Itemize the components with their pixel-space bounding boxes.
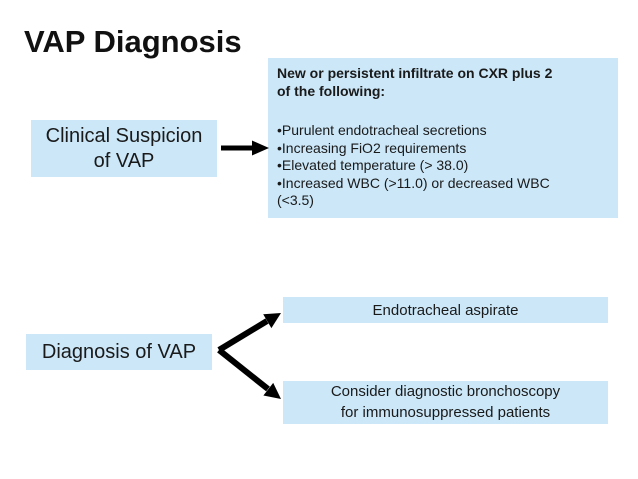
criteria-bullet-item: •Elevated temperature (> 38.0) (277, 157, 609, 175)
bronchoscopy-box: Consider diagnostic bronchoscopy for imm… (283, 381, 608, 424)
criteria-bullet-text: Purulent endotracheal secretions (281, 122, 487, 138)
bullet-icon: • (277, 122, 282, 138)
criteria-bullet-item: •Purulent endotracheal secretions (277, 122, 609, 140)
branch-arrow-up-icon (217, 313, 281, 353)
criteria-bullet-item: •Increased WBC (>11.0) or decreased WBC … (277, 175, 609, 210)
endotracheal-aspirate-box: Endotracheal aspirate (283, 297, 608, 323)
criteria-box: New or persistent infiltrate on CXR plus… (268, 58, 618, 218)
criteria-bullet-text: Increasing FiO2 requirements (281, 139, 467, 156)
bullet-icon: • (277, 139, 282, 156)
right-arrow-icon (221, 140, 269, 156)
criteria-bullet-text: Elevated temperature (> 38.0) (281, 157, 469, 173)
branch-arrow-down-icon (217, 347, 281, 399)
page-title: VAP Diagnosis (24, 24, 242, 59)
criteria-gap (277, 100, 609, 122)
bullet-icon: • (277, 157, 282, 173)
clinical-suspicion-box: Clinical Suspicion of VAP (31, 120, 217, 177)
bullet-icon: • (277, 174, 282, 191)
criteria-bullet-item: •Increasing FiO2 requirements (277, 140, 609, 158)
diagnosis-of-vap-box: Diagnosis of VAP (26, 334, 212, 370)
criteria-bullet-text: Increased WBC (>11.0) or decreased WBC (… (277, 174, 550, 209)
criteria-heading: New or persistent infiltrate on CXR plus… (277, 65, 553, 99)
